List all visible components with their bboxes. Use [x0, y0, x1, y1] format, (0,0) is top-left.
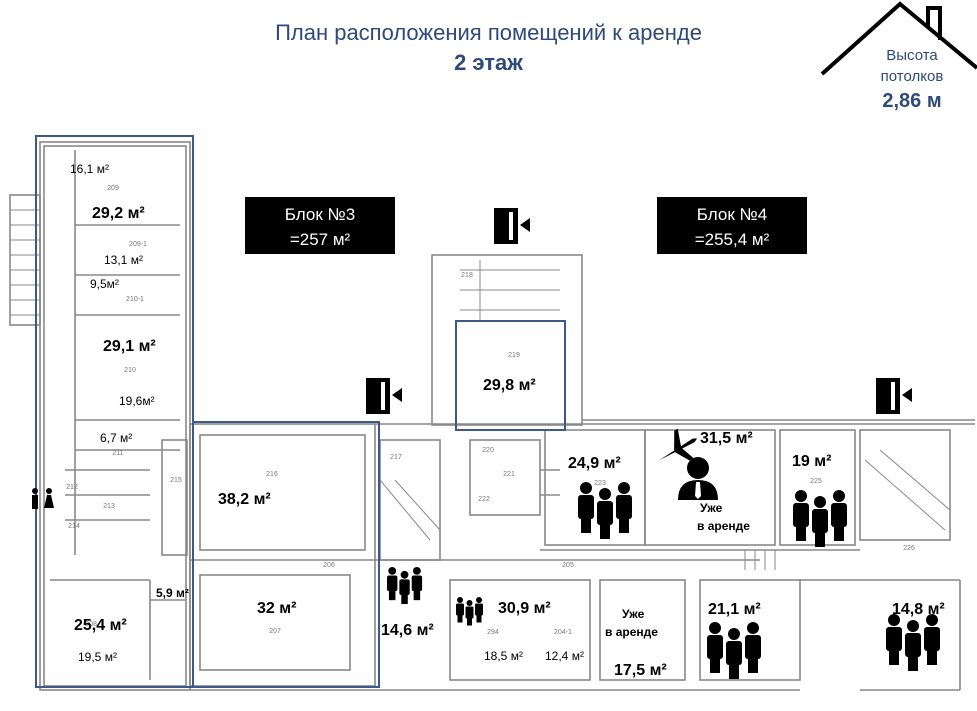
- room-number: 221: [503, 471, 515, 478]
- block4-area: =255,4 м²: [695, 230, 770, 249]
- room-number: 294: [487, 629, 499, 636]
- rented-label: Уже: [622, 607, 645, 621]
- room-area: 29,8 м²: [483, 377, 536, 394]
- people-group-icon: [707, 622, 761, 679]
- room-area: 14,6 м²: [381, 622, 434, 639]
- room-number: 209: [107, 185, 119, 192]
- room-area: 30,9 м²: [498, 600, 551, 617]
- room-number: 223: [594, 480, 606, 487]
- room-area: 29,1 м²: [103, 338, 156, 355]
- room-number: 215: [170, 477, 182, 484]
- room-number: 216: [266, 471, 278, 478]
- walls: [9, 141, 975, 691]
- room-area: 21,1 м²: [708, 601, 761, 618]
- room-area: 38,2 м²: [218, 491, 271, 508]
- room-number: 205: [562, 562, 574, 569]
- plan-title: План расположения помещений к аренде: [275, 20, 702, 45]
- block3-outline-lower: [192, 421, 380, 688]
- exit-door-icon: [494, 208, 530, 244]
- room-number: 220: [482, 447, 494, 454]
- room-number: 214: [68, 523, 80, 530]
- exit-door-icon: [366, 378, 402, 414]
- block4-name: Блок №4: [697, 205, 767, 224]
- room-number: 225: [810, 478, 822, 485]
- room-area: 18,5 м²: [484, 649, 523, 663]
- room-area: 5,9 м²: [156, 586, 189, 600]
- people-group-icon: [886, 614, 940, 671]
- room-number: 226: [903, 545, 915, 552]
- room-area: 14,8 м²: [892, 601, 945, 618]
- room-number: 217: [390, 454, 402, 461]
- room-number: 209-1: [129, 241, 147, 248]
- room-number: 218: [461, 272, 473, 279]
- room-number: 206: [323, 562, 335, 569]
- room-number: 210-1: [126, 296, 144, 303]
- room-area: 6,7 м²: [100, 431, 132, 445]
- ceiling-label-line1: Высота: [886, 47, 938, 64]
- room-area: 32 м²: [257, 600, 296, 617]
- room-area: 25,4 м²: [74, 617, 127, 634]
- people-groups: [387, 482, 940, 679]
- room-area: 29,2 м²: [92, 205, 145, 222]
- room-number: 208: [85, 621, 97, 628]
- people-group-icon: [578, 482, 632, 539]
- block3-label: Блок №3 =257 м²: [245, 197, 395, 254]
- room-number: 213: [103, 503, 115, 510]
- house-outline-icon: [820, 1, 977, 76]
- room-area: 16,1 м²: [70, 162, 109, 176]
- room-area: 17,5 м²: [614, 662, 667, 679]
- room-219-outline: [455, 320, 566, 431]
- block3-name: Блок №3: [285, 205, 355, 224]
- people-group-icon: [793, 490, 847, 547]
- room-area: 13,1 м²: [104, 253, 143, 267]
- rented-label: Уже: [700, 501, 723, 515]
- room-number: 210: [124, 367, 136, 374]
- room-area: 12,4 м²: [545, 649, 584, 663]
- rented-label: в аренде: [605, 625, 658, 639]
- airplane-icon: [659, 428, 698, 462]
- restroom-icon: [32, 488, 54, 509]
- people-group-icon: [456, 597, 483, 626]
- block3-area: =257 м²: [290, 230, 351, 249]
- person-tie-icon: [678, 457, 718, 500]
- room-number: 211: [112, 450, 123, 457]
- floor-label: 2 этаж: [454, 50, 523, 75]
- room-number: 207: [269, 628, 281, 635]
- room-number: 219: [508, 352, 520, 359]
- people-group-icon: [387, 567, 423, 605]
- block3-outline: [35, 135, 194, 688]
- rented-label: в аренде: [697, 519, 750, 533]
- stairs: [10, 209, 951, 570]
- room-number: 212: [66, 484, 78, 491]
- rented-labels: Уже в аренде Уже в аренде: [605, 501, 750, 639]
- ceiling-height-value: 2,86 м: [882, 90, 942, 112]
- ceiling-label: Высота потолков 2,86 м: [852, 45, 972, 112]
- room-number: 222: [478, 496, 490, 503]
- exit-door-icon: [876, 378, 912, 414]
- room-area: 19 м²: [792, 453, 831, 470]
- room-area: 9,5м²: [90, 277, 119, 291]
- room-areas: 16,1 м² 29,2 м² 13,1 м² 9,5м² 29,1 м² 19…: [70, 162, 945, 679]
- room-number: 204-1: [554, 629, 572, 636]
- room-area: 19,6м²: [119, 394, 155, 408]
- room-area: 31,5 м²: [700, 430, 753, 447]
- ceiling-label-line2: потолков: [880, 68, 944, 85]
- room-area: 19,5 м²: [78, 650, 117, 664]
- room-area: 24,9 м²: [568, 455, 621, 472]
- block4-label: Блок №4 =255,4 м²: [657, 197, 807, 254]
- room-numbers: 209 209-1 210-1 210 211 212 213 214 215 …: [66, 185, 915, 636]
